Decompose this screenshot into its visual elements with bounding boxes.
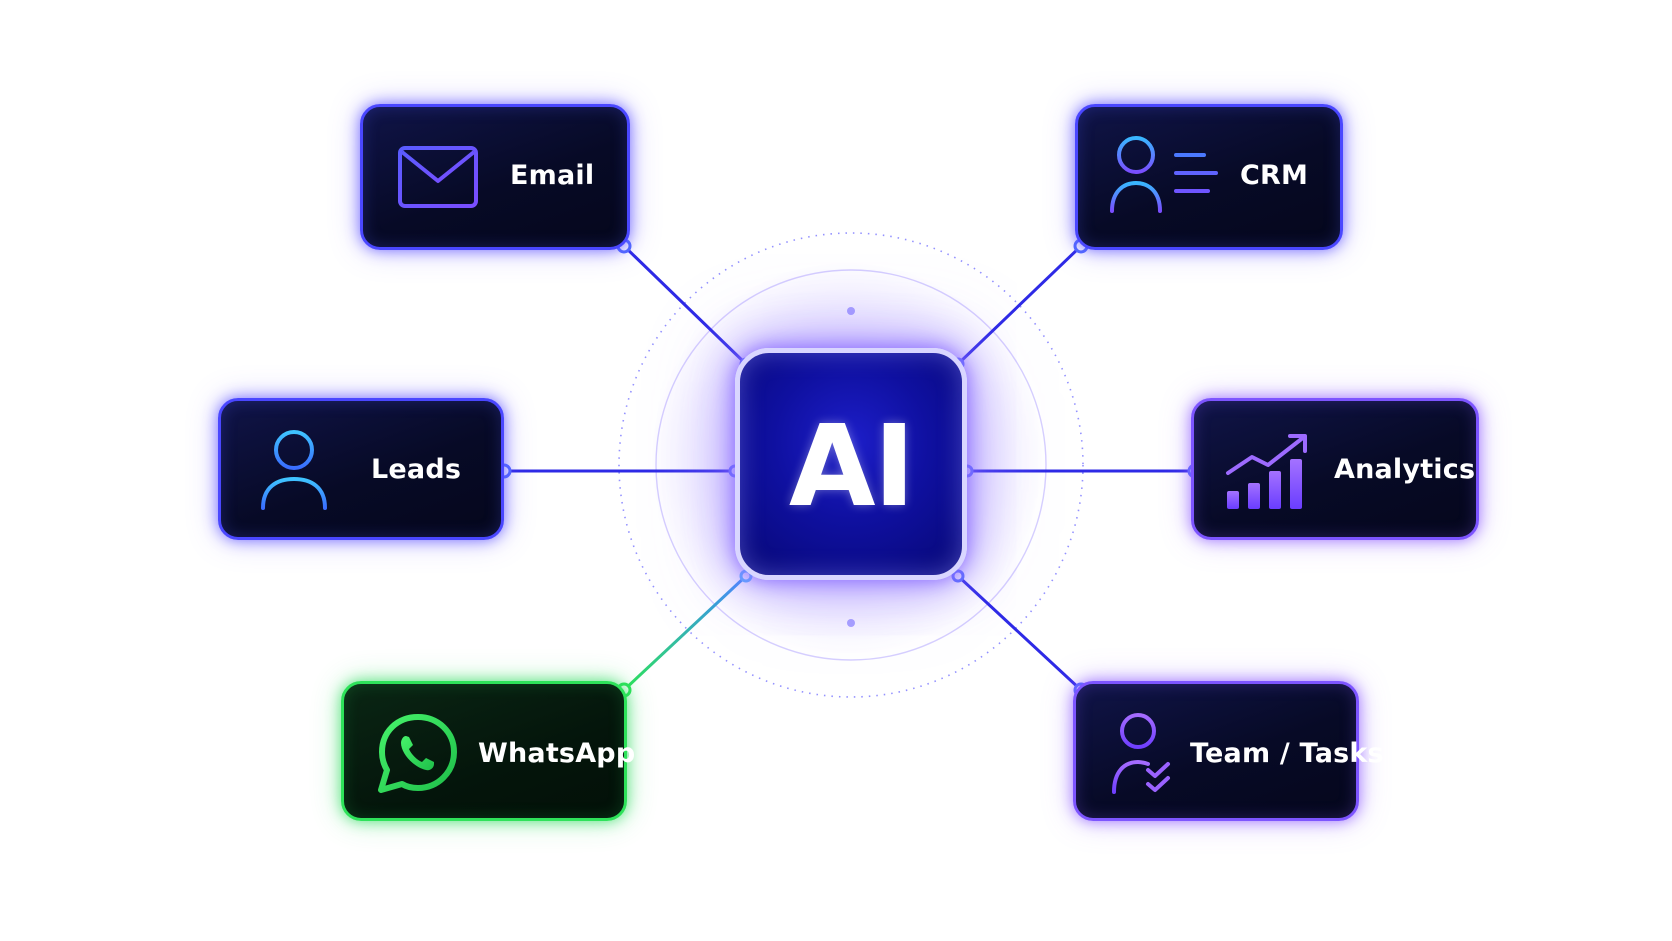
orbit-dot-bottom [847,619,855,627]
growth-chart-icon [1226,434,1307,509]
node-analytics-label: Analytics [1334,454,1476,485]
node-analytics[interactable]: Analytics [1191,398,1479,540]
whatsapp-icon [378,714,457,793]
node-crm-label: CRM [1240,160,1309,191]
node-email-label: Email [510,160,595,191]
orbit-ring-outer [618,232,1084,698]
connector-team-tasks [956,574,1083,692]
orbit-dot-top [847,307,855,315]
node-leads[interactable]: Leads [218,398,504,540]
node-crm[interactable]: CRM [1075,104,1343,250]
connector-whatsapp [622,574,748,692]
envelope-icon [398,146,478,208]
connector-crm [956,244,1083,366]
node-whatsapp[interactable]: WhatsApp [341,681,635,821]
ai-core[interactable]: AI [735,348,967,580]
node-email[interactable]: Email [360,104,630,250]
node-whatsapp-label: WhatsApp [478,738,636,769]
person-icon [261,430,327,510]
user-check-icon [1112,713,1170,794]
connector-email [622,244,748,366]
ai-core-label: AI [788,402,915,532]
orbit-ring-inner [655,269,1047,661]
node-team-tasks-label: Team / Tasks [1190,738,1384,769]
contact-list-icon [1110,136,1218,213]
node-leads-label: Leads [371,454,462,485]
node-team-tasks[interactable]: Team / Tasks [1073,681,1384,821]
